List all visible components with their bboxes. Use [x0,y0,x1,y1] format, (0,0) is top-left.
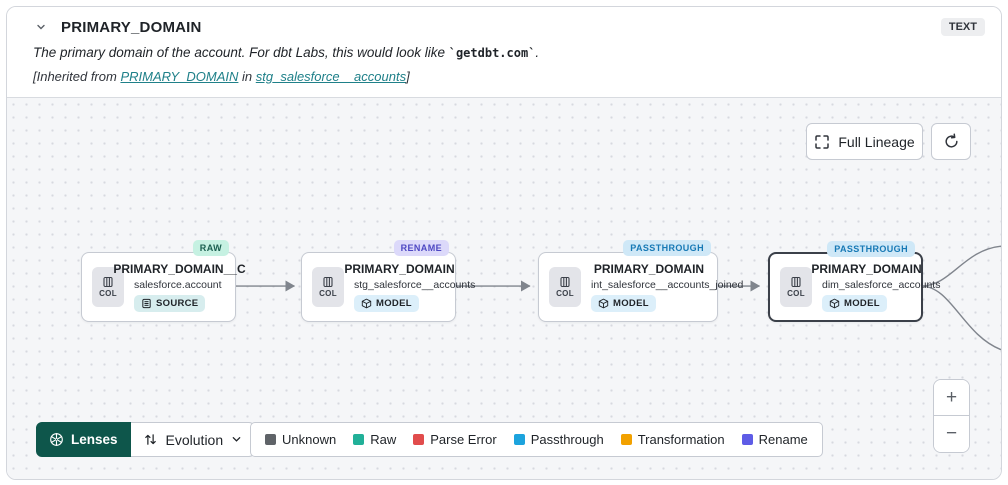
header: PRIMARY_DOMAIN TEXT The primary domain o… [7,7,1001,98]
inherited-column-link[interactable]: PRIMARY_DOMAIN [120,69,239,84]
collapse-chevron-down-icon[interactable] [33,19,49,35]
node-title: PRIMARY_DOMAIN [811,262,922,276]
evolution-label: Evolution [165,431,224,448]
status-badge: RAW [192,240,229,256]
column-lineage-panel: PRIMARY_DOMAIN TEXT The primary domain o… [6,6,1002,480]
source-icon [141,298,152,309]
legend-item-parse-error: Parse Error [413,432,497,447]
node-title: PRIMARY_DOMAIN__C [113,262,246,276]
inherited-from-note: [Inherited from PRIMARY_DOMAIN in stg_sa… [33,69,410,84]
legend-item-raw: Raw [353,432,396,447]
chevron-down-icon [231,434,242,445]
column-icon [559,276,571,288]
lineage-node-dim-selected[interactable]: PASSTHROUGH COL PRIMARY_DOMAIN dim_sales… [768,241,940,322]
col-label: COL [99,289,117,298]
resource-tag: MODEL [822,295,887,312]
legend-swatch [265,434,276,445]
col-label: COL [787,289,805,298]
column-type-badge: TEXT [940,18,985,36]
node-title: PRIMARY_DOMAIN [344,262,455,276]
legend-swatch [413,434,425,445]
full-lineage-label: Full Lineage [838,133,915,150]
status-badge: PASSTHROUGH [623,240,711,256]
expand-icon [814,134,830,150]
legend-swatch [620,434,632,445]
lineage-node-source[interactable]: RAW COL PRIMARY_DOMAIN__C salesforce.acc… [81,240,246,322]
full-lineage-button[interactable]: Full Lineage [806,123,923,160]
column-icon [790,276,802,288]
column-description: The primary domain of the account. For d… [33,45,540,60]
legend-swatch [741,434,753,445]
cube-icon [829,298,840,309]
column-chip: COL [780,267,812,307]
legend-item-transformation: Transformation [620,432,725,447]
lenses-toolbar: Lenses Evolution [36,422,256,457]
legend-item-rename: Rename [741,432,808,447]
status-badge: PASSTHROUGH [827,241,915,257]
lens-legend: Unknown Raw Parse Error Passthrough Tran… [250,422,823,457]
node-subtitle: stg_salesforce__accounts [354,279,476,291]
column-chip: COL [549,267,581,307]
refresh-button[interactable] [931,123,971,160]
resource-tag: MODEL [591,295,656,312]
status-badge: RENAME [393,240,449,256]
zoom-in-button[interactable]: + [934,380,969,416]
lineage-canvas[interactable]: Full Lineage RAW COL PRIMARY_DOMAIN__C s… [7,98,1001,479]
page-title: PRIMARY_DOMAIN [61,18,202,36]
cube-icon [598,298,609,309]
legend-item-unknown: Unknown [265,432,336,447]
inline-code: `getdbt.com` [448,46,536,60]
evolution-lens-dropdown[interactable]: Evolution [130,422,256,457]
refresh-icon [943,133,960,150]
node-subtitle: dim_salesforce_accounts [822,279,941,291]
col-label: COL [319,289,337,298]
legend-item-passthrough: Passthrough [513,432,604,447]
column-icon [322,276,334,288]
resource-tag: SOURCE [134,295,206,312]
node-subtitle: int_salesforce__accounts_joined [591,279,744,291]
resource-tag: MODEL [354,295,419,312]
lineage-node-staging[interactable]: RENAME COL PRIMARY_DOMAIN stg_salesforce… [301,240,475,322]
zoom-controls: + − [933,379,970,453]
lenses-button[interactable]: Lenses [36,422,131,457]
lenses-label: Lenses [71,432,118,447]
legend-swatch [513,434,525,445]
column-icon [102,276,114,288]
legend-swatch [353,434,365,445]
lineage-node-intermediate[interactable]: PASSTHROUGH COL PRIMARY_DOMAIN int_sales… [538,240,743,322]
aperture-icon [49,432,64,447]
node-subtitle: salesforce.account [134,279,222,291]
arrows-up-down-icon [143,432,158,447]
col-label: COL [556,289,574,298]
inherited-model-link[interactable]: stg_salesforce__accounts [255,69,407,84]
cube-icon [361,298,372,309]
zoom-out-button[interactable]: − [934,416,969,452]
node-title: PRIMARY_DOMAIN [593,262,705,276]
column-chip: COL [92,267,124,307]
column-chip: COL [312,267,344,307]
